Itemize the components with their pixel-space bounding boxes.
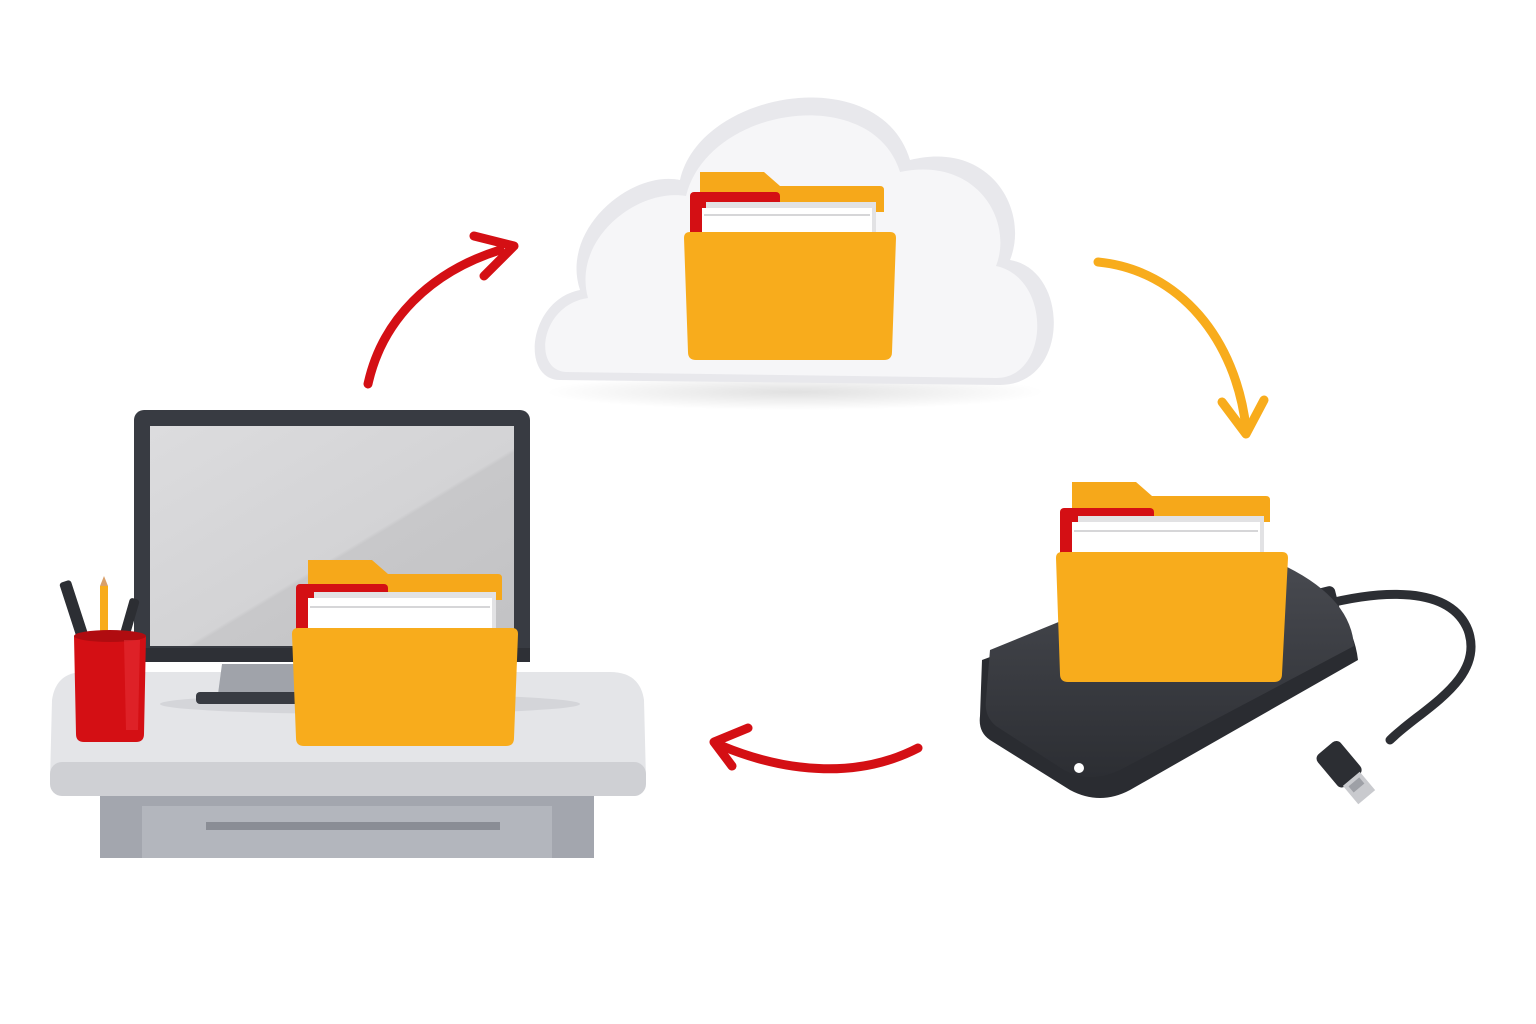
arrow-computer-to-cloud xyxy=(363,231,519,389)
folder-icon xyxy=(1056,482,1288,682)
drive-led xyxy=(1074,763,1084,773)
folder-icon xyxy=(684,172,896,360)
computer-node xyxy=(50,410,646,858)
arrow-drive-to-computer xyxy=(709,723,923,774)
arrow-cloud-to-drive xyxy=(1093,257,1269,439)
folder-icon xyxy=(292,560,518,746)
external-drive-node xyxy=(979,482,1476,805)
cloud-node xyxy=(534,97,1054,410)
pen-holder-icon xyxy=(59,576,146,742)
